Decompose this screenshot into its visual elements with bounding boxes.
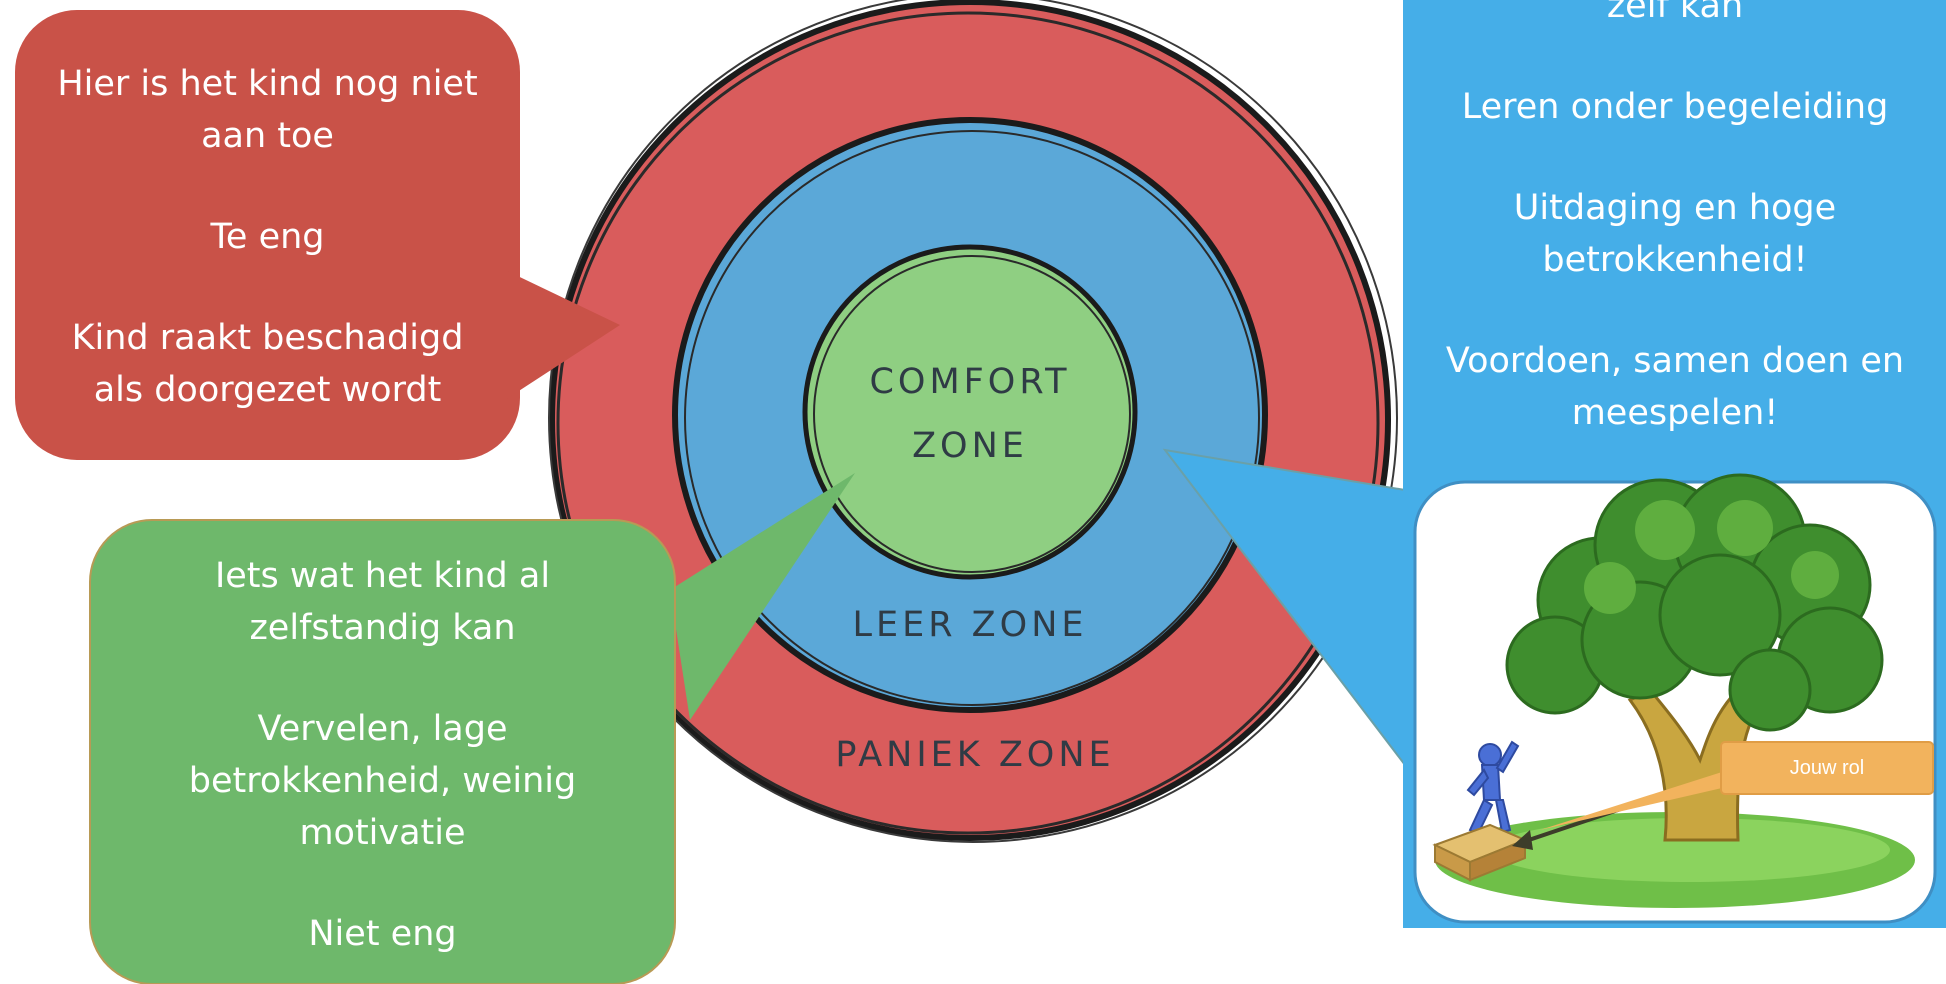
learning-callout-line: zelf kan [1606, 0, 1744, 26]
tree-canopy [1505, 473, 1884, 732]
learning-callout-line: meespelen! [1571, 393, 1779, 433]
comfort-zone-label-line1: COMFORT [869, 362, 1071, 402]
panic-callout-pointer [505, 270, 620, 400]
comfort-callout-line: motivatie [299, 813, 466, 853]
learning-callout-line: Voordoen, samen doen en [1445, 341, 1905, 381]
role-tag: Jouw rol [1720, 741, 1934, 795]
learning-zone-label: LEER ZONE [852, 605, 1088, 645]
crate [1432, 823, 1528, 882]
grass-ground-highlight [1490, 818, 1890, 882]
comfort-zone-core [805, 247, 1135, 577]
panic-callout-box [15, 10, 520, 460]
role-pointer-head [1512, 830, 1533, 850]
learning-zone-outline [672, 117, 1268, 713]
climbing-figure [1466, 740, 1520, 836]
panic-zone-label: PANIEK ZONE [835, 735, 1115, 775]
panic-zone-outline-sketch [556, 11, 1380, 835]
comfort-callout-line: Iets wat het kind al [214, 556, 551, 596]
comfort-zone-outline [802, 244, 1138, 580]
panic-callout-line: als doorgezet wordt [93, 370, 442, 410]
panic-callout-line: Kind raakt beschadigd [71, 318, 464, 358]
learning-callout-text: zelf kan Leren onder begeleiding Uitdagi… [1420, 0, 1930, 439]
panic-zone-outline-sketch-2 [548, 0, 1398, 843]
comfort-callout-box [89, 519, 676, 984]
learning-callout-line: betrokkenheid! [1542, 240, 1808, 280]
role-tag-pointer [1540, 772, 1722, 830]
comfort-zone-label: COMFORT ZONE [830, 350, 1110, 478]
panic-callout-line: Te eng [210, 217, 325, 257]
panic-callout-text: Hier is het kind nog niet aan toe Te eng… [40, 58, 495, 416]
learning-callout-line: Uitdaging en hoge [1513, 188, 1837, 228]
comfort-callout-text: Iets wat het kind al zelfstandig kan Ver… [110, 550, 655, 960]
tree-canopy-highlights [1584, 500, 1839, 614]
comfort-callout-line: zelfstandig kan [249, 608, 516, 648]
comfort-callout-line: Vervelen, lage [257, 709, 508, 749]
learning-callout-line: Leren onder begeleiding [1461, 87, 1889, 127]
comfort-callout-line: betrokkenheid, weinig [188, 761, 577, 801]
comfort-zone-outline-sketch [813, 255, 1131, 573]
comfort-callout-line: Niet eng [308, 914, 457, 954]
panic-zone-outline [549, 0, 1391, 841]
comfort-callout-pointer [670, 473, 855, 720]
panic-callout-line: aan toe [201, 116, 334, 156]
comfort-zone-label-line2: ZONE [912, 426, 1028, 466]
learning-zone-outline-sketch [684, 130, 1260, 706]
panic-callout-line: Hier is het kind nog niet [57, 64, 478, 104]
